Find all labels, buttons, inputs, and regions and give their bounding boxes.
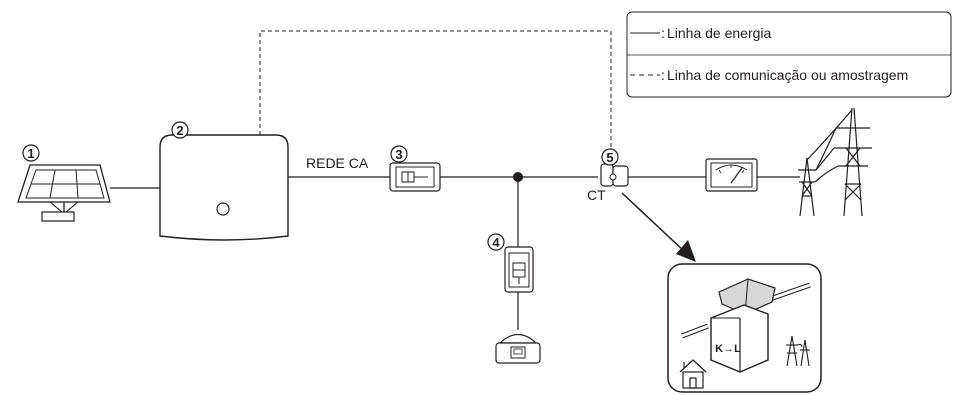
transmission-tower-icon xyxy=(798,107,872,217)
svg-text:2: 2 xyxy=(176,123,183,138)
legend-box xyxy=(626,11,952,98)
junction-node xyxy=(513,172,523,182)
marker-3: 3 xyxy=(390,145,408,163)
solar-panel xyxy=(17,164,111,222)
inverter-indicator-icon xyxy=(216,202,230,216)
svg-text:4: 4 xyxy=(492,235,500,250)
communication-line xyxy=(259,30,612,158)
ct-label: CT xyxy=(587,187,606,203)
arrowhead-icon xyxy=(676,240,696,262)
current-transformer xyxy=(600,163,629,187)
marker-1: 1 xyxy=(22,144,40,162)
household-load-icon xyxy=(495,333,541,364)
marker-2: 2 xyxy=(171,121,189,139)
svg-text:5: 5 xyxy=(606,150,613,165)
ct-direction-label: K→L xyxy=(715,343,741,355)
grid-ac-label: REDE CA xyxy=(306,155,369,171)
legend-comm-colon: : xyxy=(661,67,665,83)
legend-power-colon: : xyxy=(661,25,665,41)
ct-detail-arrow xyxy=(621,192,686,253)
house-icon xyxy=(679,359,707,389)
svg-text:1: 1 xyxy=(27,146,34,161)
ct-detail-box: K→L xyxy=(667,263,822,393)
load-breaker xyxy=(504,246,534,293)
meter-icon xyxy=(705,158,758,192)
marker-4: 4 xyxy=(487,233,505,251)
mini-tower-icon xyxy=(786,335,810,367)
legend-power-label: Linha de energia xyxy=(667,25,772,41)
legend: : Linha de energia : Linha de comunicaçã… xyxy=(626,11,952,98)
marker-5: 5 xyxy=(601,148,619,166)
ac-breaker xyxy=(389,162,441,192)
legend-comm-label: Linha de comunicação ou amostragem xyxy=(667,67,908,83)
svg-text:3: 3 xyxy=(395,147,402,162)
inverter xyxy=(159,134,289,241)
